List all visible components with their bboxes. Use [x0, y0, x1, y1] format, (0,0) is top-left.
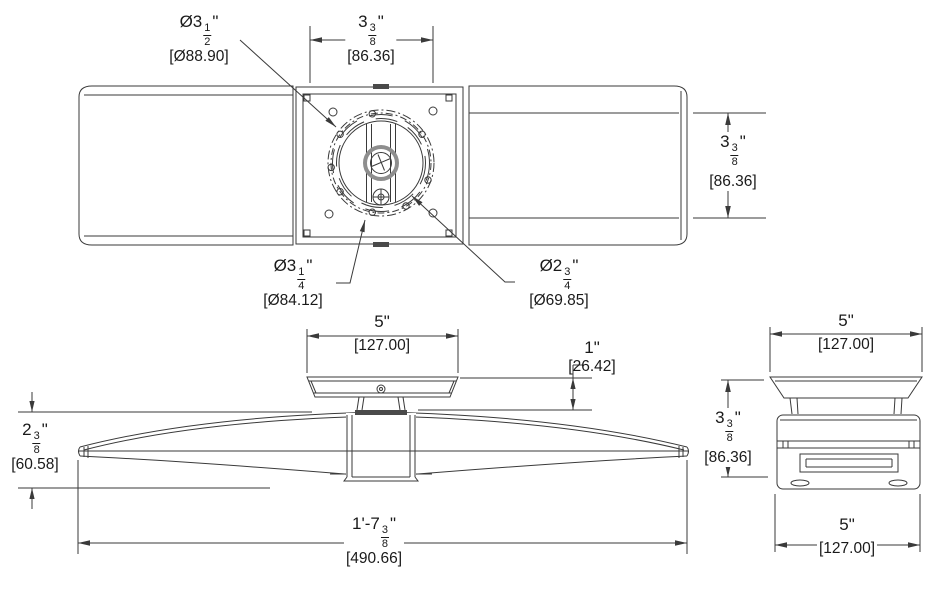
- bolt-hole: [336, 188, 344, 196]
- center-screw: [370, 152, 392, 174]
- slot-ring-inner: [336, 118, 426, 208]
- corner-hole: [428, 208, 438, 218]
- left-wing-outline: [78, 85, 294, 246]
- bolt-hole: [402, 202, 410, 210]
- mount-dia-circle: [327, 109, 435, 217]
- side-body: [776, 414, 921, 490]
- bolt-hole: [424, 176, 432, 184]
- canopy-screw: [376, 384, 386, 394]
- front-view: [18, 329, 689, 554]
- mount-plate-bar: [355, 410, 407, 415]
- center-block: [343, 415, 419, 482]
- dim-canopy-width: [306, 329, 459, 373]
- dim-label-side-top-width: 5" [127.00]: [817, 311, 875, 353]
- canopy-square-inner: [302, 93, 457, 238]
- side-band: [777, 440, 920, 449]
- side-view: [721, 327, 923, 552]
- dim-label-canopy-width: 5" [127.00]: [353, 312, 411, 354]
- canopy-tab-top: [373, 84, 389, 89]
- dim-canopy-height: [418, 364, 592, 411]
- leader-inner-ring: [411, 195, 515, 283]
- side-canopy: [769, 376, 923, 399]
- corner-hole: [428, 106, 438, 116]
- leader-bolt-circle: [336, 219, 366, 284]
- foot-hole: [790, 479, 810, 487]
- bolt-hole: [368, 208, 376, 216]
- bolt-hole: [418, 130, 426, 139]
- bolt-hole: [336, 130, 344, 139]
- dim-label-canopy-height: 1" [26.42]: [568, 338, 616, 375]
- stem: [356, 396, 406, 411]
- bolt-circle: [330, 112, 432, 214]
- corner-hole: [328, 107, 338, 117]
- side-slot: [799, 453, 899, 473]
- bolt-hole: [327, 163, 335, 172]
- lower-screw: [372, 188, 390, 206]
- canopy-tab-bottom: [373, 242, 389, 247]
- dim-label-side-bottom-width: 5" [127.00]: [816, 515, 878, 558]
- corner-hole: [324, 209, 334, 219]
- slot-ring-outer: [332, 114, 430, 212]
- center-grommet: [363, 145, 399, 181]
- top-view: [78, 26, 766, 284]
- foot-hole: [888, 479, 908, 487]
- front-canopy: [306, 376, 459, 398]
- right-wing-outline: [468, 85, 688, 246]
- bolt-hole: [368, 110, 376, 118]
- dim-side-top-width: [769, 327, 923, 372]
- dim-body-height: [18, 392, 312, 509]
- leader-mount-dia: [239, 39, 337, 128]
